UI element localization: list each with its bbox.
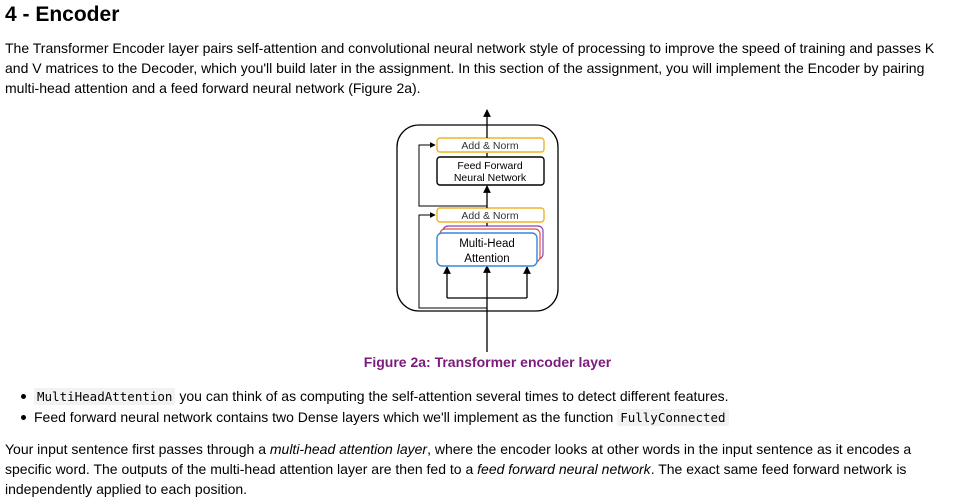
mha-label-2: Attention — [464, 253, 509, 265]
inline-code: MultiHeadAttention — [34, 388, 176, 405]
inline-code: FullyConnected — [617, 409, 729, 426]
ffn-label-2: Neural Network — [454, 172, 527, 184]
closing-text: Your input sentence first passes through… — [5, 441, 270, 457]
section-heading: 4 - Encoder — [5, 3, 120, 26]
bullet-list: MultiHeadAttention you can think of as c… — [0, 386, 729, 428]
bullet-item: MultiHeadAttention you can think of as c… — [0, 386, 729, 407]
encoder-outer-box — [396, 124, 559, 312]
ffn-box — [436, 156, 545, 186]
add-norm-bottom-label: Add & Norm — [461, 210, 518, 222]
bullet-text: you can think of as computing the self-a… — [175, 388, 729, 404]
add-norm-top-label: Add & Norm — [461, 140, 518, 152]
mha-label-1: Multi-Head — [459, 238, 515, 250]
bullet-item: Feed forward neural network contains two… — [0, 407, 729, 428]
encoder-diagram: Multi-Head Attention Add & Norm Feed For… — [396, 109, 559, 352]
bullet-text: Feed forward neural network contains two… — [34, 409, 618, 425]
figure-caption: Figure 2a: Transformer encoder layer — [363, 354, 612, 370]
emphasis-mha: multi-head attention layer — [269, 441, 428, 457]
add-norm-top-box — [436, 137, 545, 153]
ffn-label-1: Feed Forward — [457, 160, 523, 172]
closing-text: , where the encoder looks at other words… — [5, 441, 912, 477]
mha-box — [436, 232, 538, 267]
closing-paragraph: Your input sentence first passes through… — [5, 439, 960, 499]
emphasis-ffn: feed forward neural network — [477, 461, 651, 477]
intro-paragraph: The Transformer Encoder layer pairs self… — [5, 40, 935, 96]
add-norm-bottom-box — [436, 207, 545, 223]
closing-text: . The exact same feed forward network is… — [5, 461, 907, 497]
